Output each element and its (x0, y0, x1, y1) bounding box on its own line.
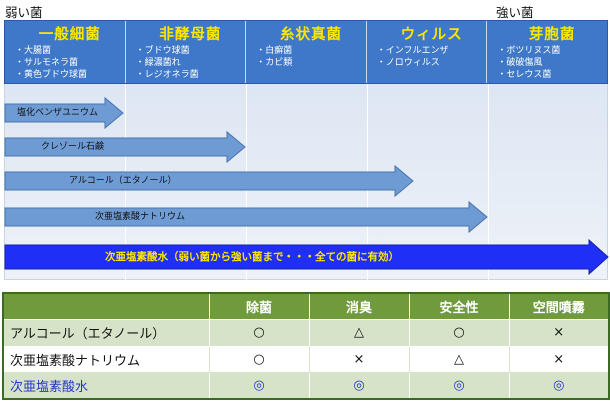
arrow-label: アルコール（エタノール） (69, 176, 177, 186)
weak-label: 弱い菌 (5, 5, 43, 20)
header-cell: 安全性 (408, 292, 510, 320)
category-item: ・レジオネラ菌 (135, 70, 199, 80)
cell-symbol: △ (408, 345, 510, 373)
category-title: 芽胞菌 (528, 27, 576, 43)
cell-symbol: ○ (208, 319, 310, 347)
category-item: ・ブドウ球菌 (135, 46, 190, 56)
header-cell: 空間噴霧 (508, 292, 610, 320)
cell-symbol: × (508, 345, 610, 373)
arrow-shape (4, 164, 414, 198)
header-corner (2, 292, 210, 320)
category-item: ・セレウス菌 (497, 70, 552, 80)
cell-symbol: ◎ (508, 372, 610, 400)
category-item: ・ボツリヌス菌 (497, 46, 561, 56)
category-item: ・ノロウィルス (376, 58, 440, 68)
comparison-table: 除菌 消臭 安全性 空間噴霧 アルコール（エタノール） ○ △ ○ × 次亜塩素… (2, 292, 610, 400)
cell-symbol: ○ (408, 319, 510, 347)
table-row: アルコール（エタノール） ○ △ ○ × (2, 319, 610, 347)
category-non-yeast: 非酵母菌 ・ブドウ球菌 ・緑濃菌れ ・レジオネラ菌 (126, 21, 247, 83)
arrow-label: 次亜塩素酸ナトリウム (95, 212, 186, 222)
arrow-shape (4, 238, 609, 276)
cell-symbol: ◎ (208, 372, 310, 400)
table-row: 次亜塩素酸水 ◎ ◎ ◎ ◎ (2, 372, 610, 400)
category-header: 一般細菌 ・大腸菌 ・サルモネラ菌 ・黄色ブドウ球菌 非酵母菌 ・ブドウ球菌 ・… (4, 20, 608, 84)
divider (488, 84, 489, 280)
cell-symbol: ○ (208, 345, 310, 373)
category-item: ・サルモネラ菌 (15, 58, 79, 68)
row-name: 次亜塩素酸ナトリウム (2, 345, 210, 373)
strong-label: 強い菌 (496, 5, 534, 20)
category-item: ・白癬菌 (256, 46, 293, 56)
cell-symbol: ◎ (308, 372, 410, 400)
arrow-label: 次亜塩素酸水（弱い菌から強い菌まで・・・全ての菌に有効） (105, 251, 399, 263)
category-general-bacteria: 一般細菌 ・大腸菌 ・サルモネラ菌 ・黄色ブドウ球菌 (5, 21, 126, 83)
category-title: ウィルス (400, 27, 463, 43)
category-item: ・大腸菌 (15, 46, 52, 56)
arrow-shape (4, 200, 488, 234)
arrow-label: クレゾール石鹸 (41, 142, 105, 152)
efficacy-arrows-area: 塩化ベンザユニウム クレゾール石鹸 アルコール（エタノール） 次亜塩素酸ナトリウ… (4, 84, 609, 280)
arrow-shape (4, 130, 246, 164)
category-virus: ウィルス ・インフルエンザ ・ノロウィルス (367, 21, 488, 83)
category-fungi: 糸状真菌 ・白癬菌 ・カビ類 (246, 21, 367, 83)
category-item: ・カビ類 (256, 58, 293, 68)
category-title: 一般細菌 (38, 27, 101, 43)
row-name: アルコール（エタノール） (2, 319, 210, 347)
cell-symbol: × (308, 345, 410, 373)
row-name: 次亜塩素酸水 (2, 372, 210, 400)
cell-symbol: × (508, 319, 610, 347)
category-item: ・破破傷風 (497, 58, 543, 68)
category-spore: 芽胞菌 ・ボツリヌス菌 ・破破傷風 ・セレウス菌 (487, 21, 607, 83)
arrow-shape (4, 96, 124, 130)
category-item: ・緑濃菌れ (135, 58, 181, 68)
cell-symbol: ◎ (408, 372, 510, 400)
header-cell: 除菌 (208, 292, 310, 320)
table-header-row: 除菌 消臭 安全性 空間噴霧 (2, 292, 610, 320)
cell-symbol: △ (308, 319, 410, 347)
table-row: 次亜塩素酸ナトリウム ○ × △ × (2, 345, 610, 373)
header-cell: 消臭 (308, 292, 410, 320)
category-item: ・黄色ブドウ球菌 (15, 70, 88, 80)
category-title: 非酵母菌 (159, 27, 222, 43)
arrow-label: 塩化ベンザユニウム (17, 108, 99, 118)
category-title: 糸状真菌 (279, 27, 342, 43)
category-item: ・インフルエンザ (376, 46, 449, 56)
